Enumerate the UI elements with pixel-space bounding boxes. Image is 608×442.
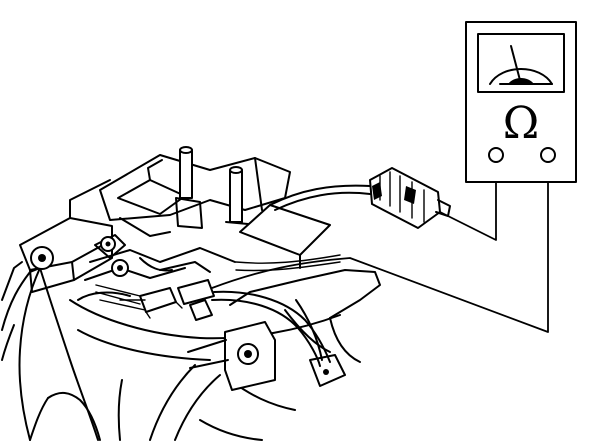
ohm-symbol: Ω <box>503 98 539 149</box>
probe-connectors <box>119 279 215 321</box>
meter-needle <box>510 45 522 85</box>
lead-wire-right <box>211 161 549 333</box>
meter-jack-left <box>488 147 504 163</box>
engine-assembly <box>1 146 381 441</box>
ohmmeter: Ω <box>465 21 577 183</box>
lead-wire-left <box>439 161 497 241</box>
harness-connector <box>369 167 451 229</box>
meter-dial-arc <box>489 68 553 85</box>
wiring <box>211 161 549 367</box>
meter-jack-right <box>540 147 556 163</box>
terminal-cluster <box>77 234 236 311</box>
